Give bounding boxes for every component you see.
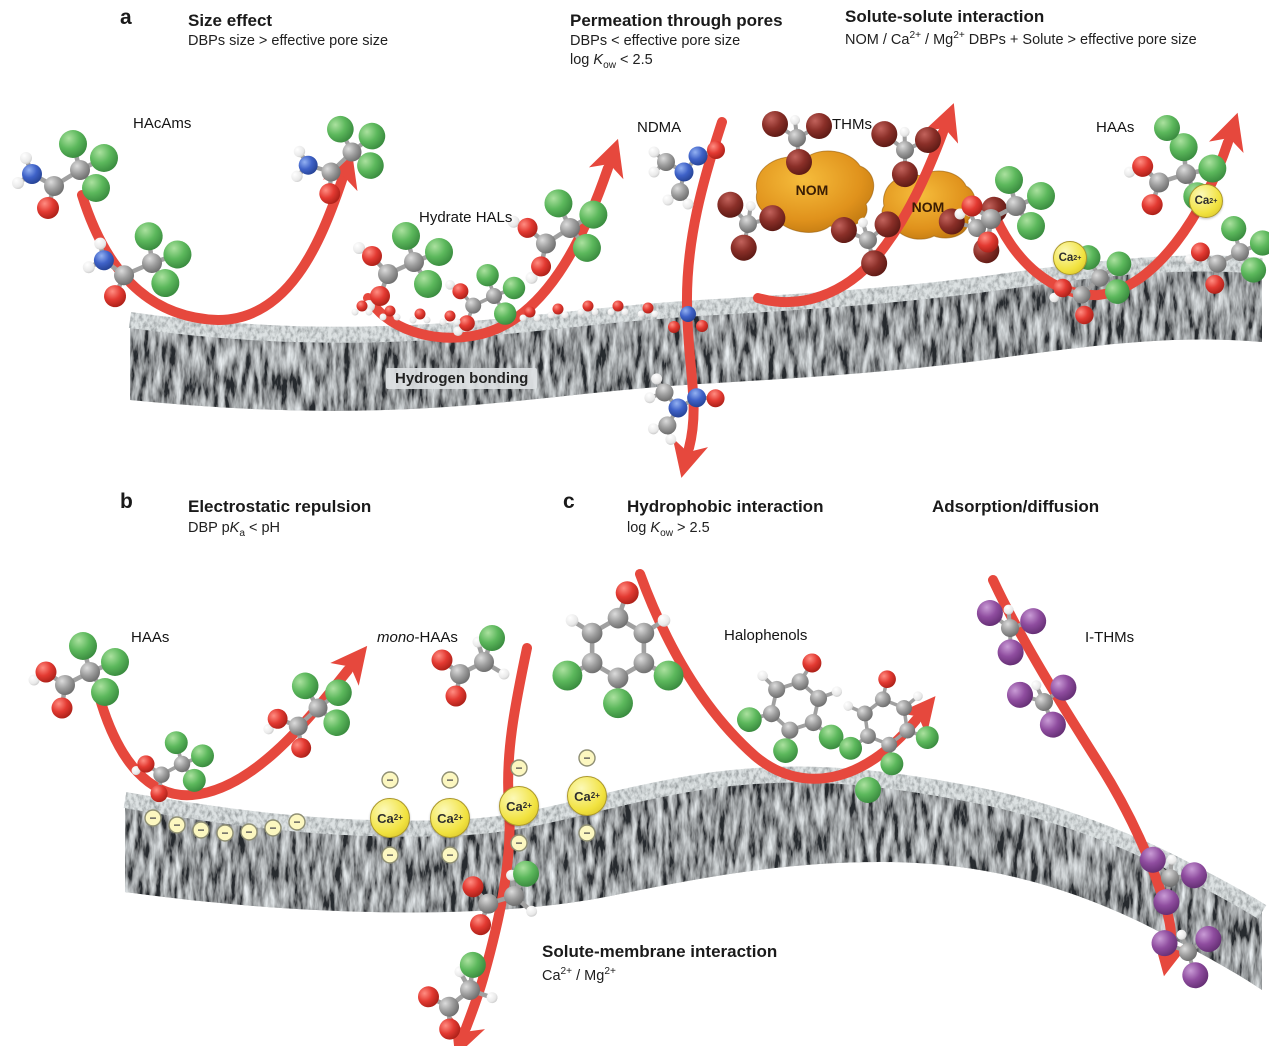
molecule-halophenol xyxy=(827,662,945,784)
solute-solute-subtitle: NOM / Ca2+ / Mg2+ DBPs + Solute > effect… xyxy=(845,30,1197,48)
label-i-thms: I-THMs xyxy=(1085,629,1135,646)
hydrogen-bonding-annotation: Hydrogen bonding xyxy=(386,368,538,390)
nom-label: NOM xyxy=(795,181,829,198)
electrostatic-title: Electrostatic repulsion xyxy=(188,497,372,516)
arrow-halophenols-rejection xyxy=(635,569,936,784)
solute-membrane-title: Solute-membrane interaction xyxy=(542,942,778,961)
molecule-thm xyxy=(826,205,911,285)
hydrophobic-title: Hydrophobic interaction xyxy=(627,497,824,516)
pore-crossing-atoms xyxy=(668,306,708,333)
label-haas-b: HAAs xyxy=(131,629,170,646)
panel-a-letter: a xyxy=(120,6,132,29)
size-effect-title: Size effect xyxy=(188,11,273,30)
molecule-hacam xyxy=(281,107,397,211)
solute-membrane-subtitle: Ca2+ / Mg2+ xyxy=(542,966,616,984)
electrostatic-subtitle: DBP pKa < pH xyxy=(188,520,281,539)
label-halophenols: Halophenols xyxy=(724,627,808,644)
molecule-ndma xyxy=(646,139,727,212)
panel-c-molecules xyxy=(552,581,1230,996)
label-hydrate-hals: Hydrate HALs xyxy=(419,209,513,226)
panel-a-molecules xyxy=(12,107,1269,460)
label-ndma: NDMA xyxy=(637,119,682,136)
label-mono-haas: mono-HAAs xyxy=(377,629,458,646)
panel-b-letter: b xyxy=(120,490,133,513)
size-effect-subtitle: DBPs size > effective pore size xyxy=(188,33,389,49)
chlorine-atom-adsorbed xyxy=(855,777,881,803)
adsorption-title: Adsorption/diffusion xyxy=(932,497,1100,516)
molecule-hacam xyxy=(12,130,118,219)
molecule-halophenol xyxy=(552,581,683,718)
permeation-subtitle-2: log Kow < 2.5 xyxy=(570,52,653,71)
arrow-hacams-rejection xyxy=(77,150,358,326)
arrow-ndma-permeation xyxy=(672,117,727,478)
label-haas-a: HAAs xyxy=(1096,119,1135,136)
molecule-haa xyxy=(29,632,130,719)
label-hacams: HAcAms xyxy=(133,115,192,132)
membrane-b-cross-section xyxy=(125,774,1262,990)
arrow-ithms-adsorption xyxy=(988,575,1189,977)
label-thms: THMs xyxy=(832,116,872,133)
hydrophobic-subtitle: log Kow > 2.5 xyxy=(627,520,710,539)
chlorine-atom xyxy=(1154,115,1180,141)
permeation-title: Permeation through pores xyxy=(570,11,783,30)
panel-c-letter: c xyxy=(563,490,575,513)
solute-solute-title: Solute-solute interaction xyxy=(845,7,1045,26)
permeation-subtitle-1: DBPs < effective pore size xyxy=(570,33,741,49)
nom-label: NOM xyxy=(911,198,945,215)
